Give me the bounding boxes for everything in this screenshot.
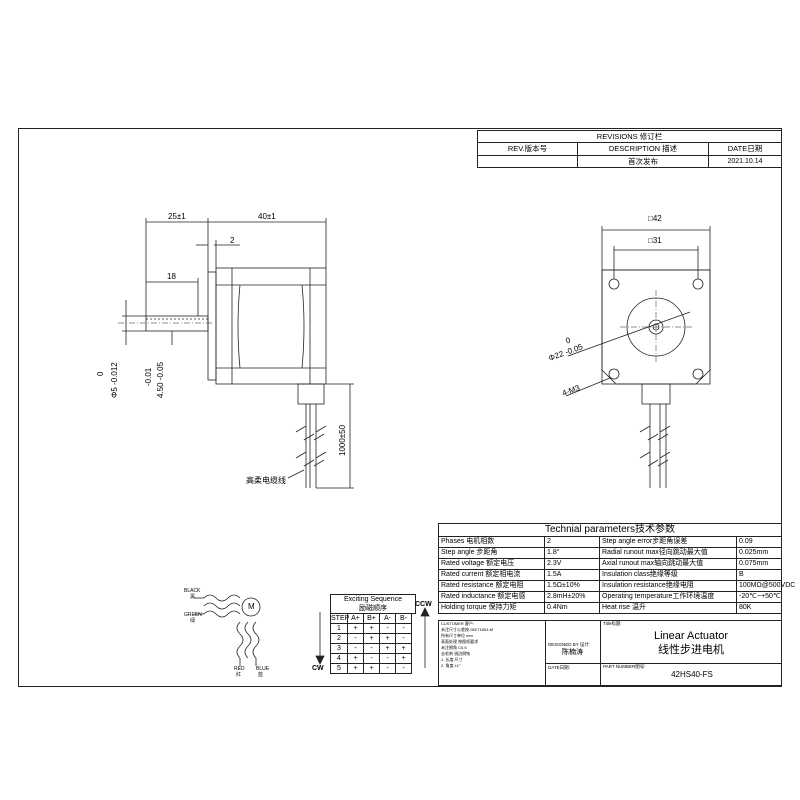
sequence-cell: - [395,663,412,674]
note-line: 未注倒角 C0.5 [441,645,467,650]
wire-black-cn: 黑 [190,594,196,600]
dim-flat-tol: -0.01 [144,367,153,386]
dim-18: 18 [167,272,176,281]
coil-a-top [203,594,241,602]
sequence-title-en: Exciting Sequence [344,596,402,603]
designed-label: DESIGNED BY 设计: [548,642,591,647]
part-label: PART NUMBER图号: [603,664,646,669]
wiring-diagram [194,594,261,666]
title-label: Title标题: [603,621,622,626]
dim-25: 25±1 [168,212,186,221]
sequence-cell: + [347,663,364,674]
wire-green: GREEN [184,612,202,618]
dim-cable-length: 1000±50 [338,424,347,456]
note-line: 2. 角度 ±1° [441,663,461,668]
shaft-outline [145,315,209,332]
wire-red: RED [234,666,245,672]
part-number-box: PART NUMBER图号: 42HS40-FS [600,663,782,686]
wire-blue: BLUE [256,666,270,672]
designer-block: DESIGNED BY 设计: 陈楠涛 [545,620,601,664]
dim-40: 40±1 [258,212,276,221]
dim-42: □42 [648,214,662,223]
drawing-frame [18,128,782,687]
wire-black: BLACK [184,588,201,594]
front-view [565,226,711,488]
cable-label: 高柔电缆线 [246,476,286,485]
dim-flat: 4.50 -0.05 [156,361,165,398]
sequence-cell: 5 [330,663,348,674]
coil-b [236,621,244,659]
params-title: Technial parameters技术参数 [438,523,782,537]
designer-name: 陈楠涛 [562,649,583,656]
dim-2: 2 [230,236,235,245]
params-cell: 0.4Nm [544,602,600,614]
params-cell: Heat rise 温升 [599,602,737,614]
customer-label: CUSTOMER 客户: [441,621,475,626]
date-value: 2021.10.14 [708,155,782,168]
dim-shaft-dia: Φ5 -0.012 [110,362,119,398]
cable-boot [297,383,325,405]
title-box: Title标题: Linear Actuator 线性步进电机 [600,620,782,664]
note-line: 去毛刺 锐边倒钝 [441,651,471,656]
params-cell: 80K [736,602,782,614]
cw-label: CW [312,665,324,672]
motor-letter: M [248,602,255,611]
side-view [118,218,354,489]
wire-green-cn: 绿 [190,618,196,624]
wire-red-cn: 红 [236,672,242,678]
direction-arrows [315,607,430,668]
ccw-label: CCW [415,601,432,608]
dim-31: □31 [648,236,662,245]
note-line: 1. 长度 尺寸 [441,657,463,662]
dim-shaft-tol: 0 [96,371,105,376]
sequence-title: Exciting Sequence 励磁顺序 [330,594,416,614]
note-line: 表面处理 按图纸要求 [441,639,479,644]
part-number: 42HS40-FS [671,670,713,679]
note-line: 未注尺寸公差按 GB/T1804-M [441,627,494,632]
date-block: DATE日期: [545,663,601,686]
motor-symbol [241,597,261,617]
params-cell: Holding torque 保持力矩 [438,602,545,614]
sequence-cell: + [363,663,380,674]
sequence-cell: - [379,663,396,674]
note-line: 所有尺寸单位 mm [441,633,473,638]
flange-outline [207,271,217,381]
title-english: Linear Actuator [654,630,728,642]
sequence-title-cn: 励磁顺序 [359,605,387,612]
wire-blue-cn: 蓝 [258,672,264,678]
title-chinese: 线性步进电机 [658,644,724,656]
